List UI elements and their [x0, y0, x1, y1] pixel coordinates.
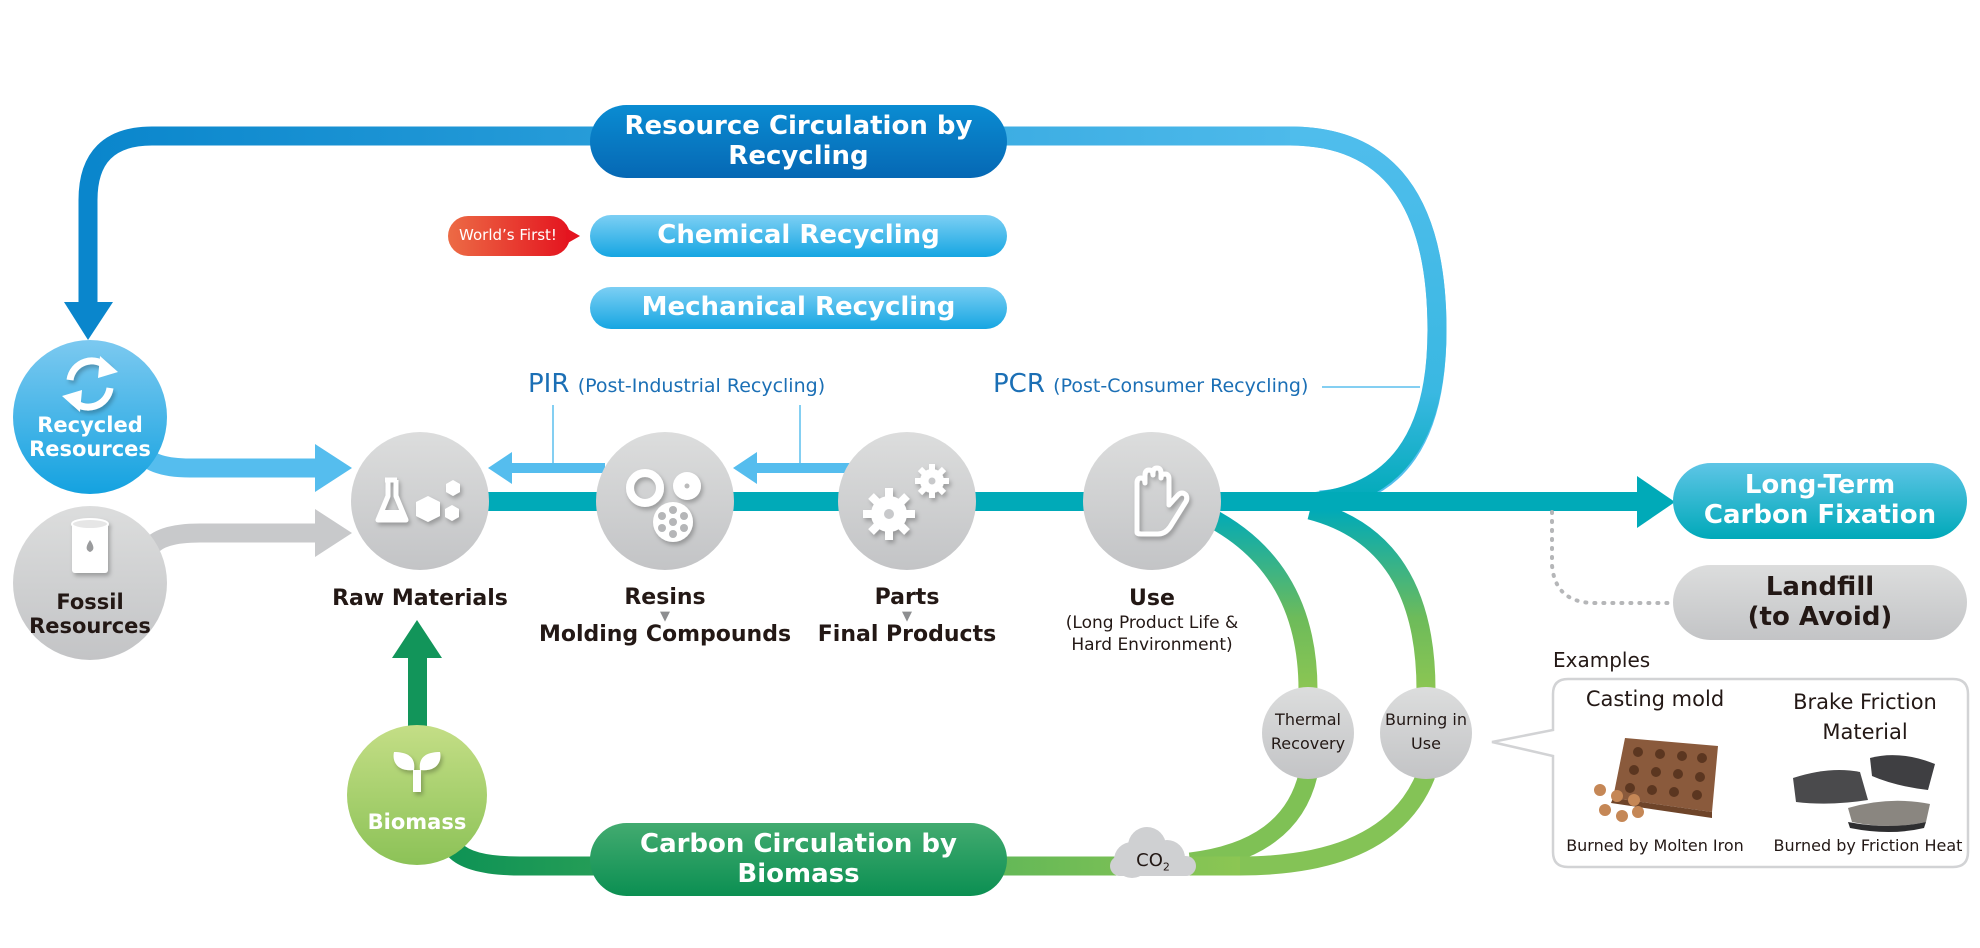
biomass-up-arrow-head [392, 620, 442, 658]
landfill-pill [1673, 565, 1967, 640]
branch-thermal-down [1188, 772, 1318, 872]
recycled-to-raw-arrow [131, 444, 325, 478]
recycle-icon-arrowheads [62, 356, 118, 412]
pellets-icon [626, 469, 701, 542]
recycling-loop-right-arc [1289, 126, 1447, 512]
chemical-recycling-pill [590, 215, 1007, 257]
chemical-recycling-label: Chemical Recycling [657, 220, 940, 251]
examples-title: Examples [1553, 648, 1651, 672]
recycling-title-line1: Resource Circulation by [624, 110, 973, 141]
raw-materials-label: Raw Materials [332, 586, 508, 611]
examples-callout-box [1491, 677, 1970, 869]
fixation-arrowhead [1637, 476, 1675, 528]
recycling-title-line2: Recycling [728, 140, 869, 171]
fossil-arrowhead [315, 509, 352, 557]
thermal-recovery-node [1262, 687, 1354, 779]
fossil-to-raw-arrow [142, 523, 325, 555]
pir-arrow-parts-to-resins [733, 452, 850, 484]
biomass-loop-line [448, 842, 1240, 876]
oil-barrel-icon [71, 518, 109, 573]
use-label: Use (Long Product Life &Hard Environment… [1032, 586, 1272, 657]
branch-thermal [1191, 501, 1318, 691]
worlds-first-label: World’s First! [459, 226, 557, 245]
parts-subtitle: Final Products [817, 622, 997, 648]
mechanical-recycling-label: Mechanical Recycling [641, 292, 956, 323]
biomass-title-line2: Biomass [737, 858, 860, 889]
landfill-label: Landfill(to Avoid) [1747, 571, 1893, 632]
brake-pads-photo [1793, 755, 1935, 832]
flask-cubes-icon [375, 477, 460, 523]
resins-label: Resins ▼ Molding Compounds [535, 585, 795, 648]
pir-arrow-resins-to-raw [488, 452, 605, 484]
gears-icon [863, 464, 949, 540]
long-term-fixation-pill [1673, 463, 1967, 539]
co2-label: CO2 [1136, 850, 1170, 874]
pir-full: (Post-Industrial Recycling) [577, 375, 826, 397]
use-node [1083, 432, 1221, 570]
parts-label: Parts ▼ Final Products [807, 585, 1007, 648]
fossil-resources-node [13, 506, 167, 660]
sprout-icon [393, 752, 441, 792]
branch-burning [1307, 500, 1436, 691]
casting-mold-caption: Burned by Molten Iron [1566, 836, 1744, 855]
recycling-title-pill [590, 105, 1007, 178]
casting-mold-photo [1594, 738, 1718, 822]
hand-icon [1134, 465, 1190, 537]
use-subtitle: (Long Product Life &Hard Environment) [1065, 613, 1239, 656]
use-title: Use [1129, 586, 1175, 611]
resins-node [596, 432, 734, 570]
mechanical-recycling-pill [590, 287, 1007, 329]
worlds-first-badge [448, 216, 580, 256]
recycled-resources-node [13, 340, 167, 494]
resins-title: Resins [624, 585, 706, 610]
biomass-label: Biomass [367, 810, 467, 834]
burning-in-use-node [1380, 687, 1472, 779]
pcr-label: PCR (Post-Consumer Recycling) [993, 369, 1308, 399]
brake-friction-caption: Burned by Friction Heat [1773, 836, 1963, 855]
biomass-up-arrow-shaft [408, 655, 427, 730]
resins-subtitle: Molding Compounds [538, 622, 792, 648]
pcr-abbr: PCR [993, 369, 1045, 399]
down-triangle-icon: ▼ [902, 609, 912, 625]
recycled-arrowhead [315, 444, 352, 492]
casting-mold-title: Casting mold [1585, 687, 1725, 711]
biomass-title-pill [590, 823, 1007, 896]
co2-cloud [1110, 827, 1196, 878]
pir-label: PIR (Post-Industrial Recycling) [528, 369, 825, 399]
biomass-title-line1: Carbon Circulation by [639, 828, 957, 859]
pcr-full: (Post-Consumer Recycling) [1053, 375, 1309, 397]
branch-burning-down [1239, 771, 1435, 876]
pir-abbr: PIR [528, 369, 570, 399]
down-triangle-icon: ▼ [660, 609, 670, 625]
parts-title: Parts [874, 585, 940, 610]
biomass-node [347, 725, 487, 865]
landfill-dotted-path [1550, 510, 1675, 605]
recycling-loop-arrowhead [64, 302, 113, 340]
